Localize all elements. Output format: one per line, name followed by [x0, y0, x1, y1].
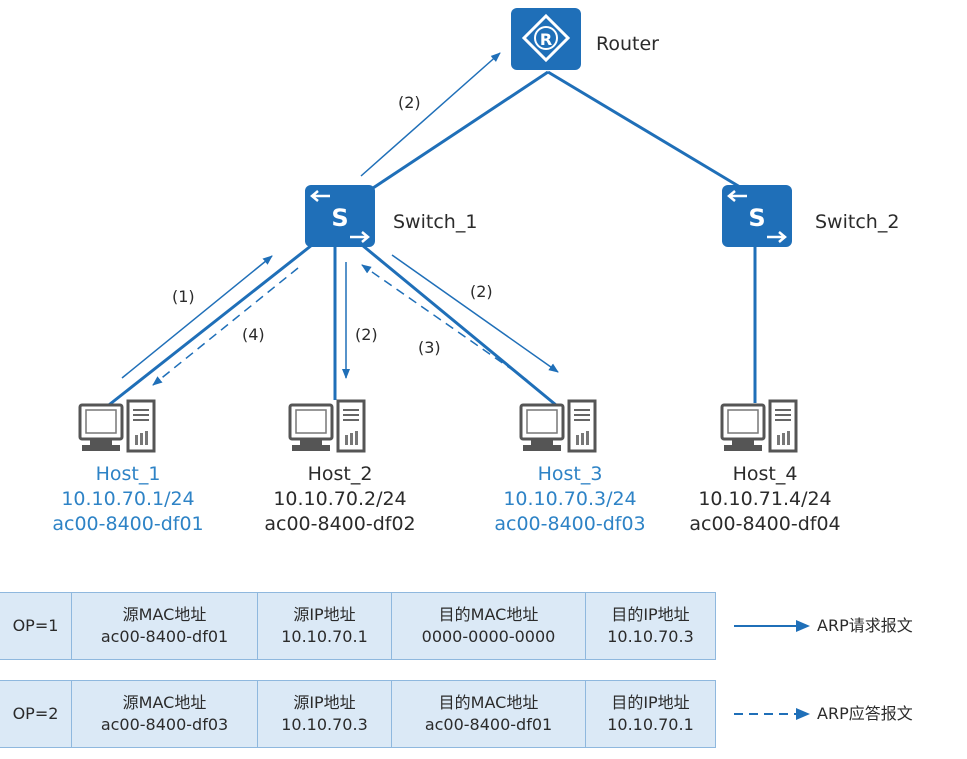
- host-3-info: Host_3 10.10.70.3/24 ac00-8400-df03: [470, 462, 670, 537]
- link-router-switch2: [547, 70, 746, 192]
- arrow-step4: [152, 267, 299, 386]
- host-1-pc-icon: [78, 399, 156, 453]
- host-2-info: Host_2 10.10.70.2/24 ac00-8400-df02: [240, 462, 440, 537]
- request-op: OP=1: [12, 616, 59, 635]
- legend-solid-arrow-icon: [734, 620, 810, 632]
- switch-1-icon: S: [305, 185, 375, 247]
- legend-request-label: ARP请求报文: [817, 616, 913, 635]
- arrow-step3: [361, 264, 528, 381]
- request-src-ip: 10.10.70.1: [281, 627, 368, 646]
- legend-reply: ARP应答报文: [730, 702, 960, 726]
- host-3-pc-icon: [519, 399, 597, 453]
- arrow-step1: [121, 255, 273, 379]
- switch-2-glyph: S: [748, 204, 765, 232]
- step-label-4: (4): [242, 325, 265, 344]
- host-2-name: Host_2: [307, 463, 373, 485]
- request-op-cell: OP=1: [0, 592, 72, 660]
- step-label-3: (3): [418, 338, 441, 357]
- reply-op: OP=2: [12, 704, 59, 723]
- step-label-2-host3: (2): [470, 282, 493, 301]
- request-src-ip-cell: 源IP地址 10.10.70.1: [257, 592, 392, 660]
- host-4-mac: ac00-8400-df04: [689, 513, 841, 535]
- reply-dst-mac: ac00-8400-df01: [424, 715, 553, 734]
- host-1-info: Host_1 10.10.70.1/24 ac00-8400-df01: [28, 462, 228, 537]
- router-glyph: R: [540, 30, 552, 49]
- host-4-info: Host_4 10.10.71.4/24 ac00-8400-df04: [665, 462, 865, 537]
- link-switch1-host3: [361, 243, 557, 407]
- arrow-step2-host3: [391, 254, 559, 373]
- request-dst-ip-label: 目的IP地址: [611, 605, 690, 624]
- reply-dst-ip: 10.10.70.1: [607, 715, 694, 734]
- host-1-name: Host_1: [95, 463, 161, 485]
- legend-dashed-arrow-icon: [734, 708, 810, 720]
- router-icon: R: [511, 8, 581, 70]
- host-3-mac: ac00-8400-df03: [494, 513, 646, 535]
- request-src-mac-label: 源MAC地址: [122, 605, 207, 624]
- host-4-name: Host_4: [732, 463, 798, 485]
- reply-src-ip-cell: 源IP地址 10.10.70.3: [257, 680, 392, 748]
- step-label-1: (1): [172, 287, 195, 306]
- reply-dst-mac-label: 目的MAC地址: [438, 693, 539, 712]
- request-src-ip-label: 源IP地址: [293, 605, 356, 624]
- host-1-mac: ac00-8400-df01: [52, 513, 204, 535]
- request-dst-mac-label: 目的MAC地址: [438, 605, 539, 624]
- reply-src-mac-cell: 源MAC地址 ac00-8400-df03: [70, 680, 259, 748]
- switch-1-label: Switch_1: [393, 211, 477, 233]
- host-4-ip: 10.10.71.4/24: [698, 488, 832, 510]
- request-dst-ip: 10.10.70.3: [607, 627, 694, 646]
- reply-dst-ip-label: 目的IP地址: [611, 693, 690, 712]
- request-dst-ip-cell: 目的IP地址 10.10.70.3: [585, 592, 716, 660]
- step-label-2-router: (2): [398, 93, 421, 112]
- request-dst-mac-cell: 目的MAC地址 0000-0000-0000: [390, 592, 587, 660]
- reply-src-mac: ac00-8400-df03: [100, 715, 229, 734]
- host-2-mac: ac00-8400-df02: [264, 513, 416, 535]
- legend-reply-label: ARP应答报文: [817, 704, 913, 723]
- reply-src-ip: 10.10.70.3: [281, 715, 368, 734]
- arp-reply-packet: OP=2 源MAC地址 ac00-8400-df03 源IP地址 10.10.7…: [0, 680, 716, 748]
- switch-2-label: Switch_2: [815, 211, 899, 233]
- switch-1-glyph: S: [331, 204, 348, 232]
- host-2-pc-icon: [288, 399, 366, 453]
- request-dst-mac: 0000-0000-0000: [421, 627, 556, 646]
- link-switch1-host1: [104, 243, 313, 410]
- host-4-pc-icon: [720, 399, 798, 453]
- reply-op-cell: OP=2: [0, 680, 72, 748]
- request-src-mac: ac00-8400-df01: [100, 627, 229, 646]
- network-topology: (1) (4) (2) (2) (2) (3) R Router S Switc…: [78, 8, 899, 453]
- legend-request: ARP请求报文: [730, 614, 960, 638]
- reply-dst-ip-cell: 目的IP地址 10.10.70.1: [585, 680, 716, 748]
- step-label-2-host2: (2): [355, 325, 378, 344]
- arp-request-packet: OP=1 源MAC地址 ac00-8400-df01 源IP地址 10.10.7…: [0, 592, 716, 660]
- host-3-ip: 10.10.70.3/24: [503, 488, 637, 510]
- reply-src-mac-label: 源MAC地址: [122, 693, 207, 712]
- host-3-name: Host_3: [537, 463, 603, 485]
- reply-dst-mac-cell: 目的MAC地址 ac00-8400-df01: [390, 680, 587, 748]
- reply-src-ip-label: 源IP地址: [293, 693, 356, 712]
- link-router-switch1: [369, 70, 549, 192]
- router-label: Router: [596, 33, 659, 55]
- request-src-mac-cell: 源MAC地址 ac00-8400-df01: [70, 592, 259, 660]
- arrow-step2-router: [360, 52, 501, 177]
- switch-2-icon: S: [722, 185, 792, 247]
- host-2-ip: 10.10.70.2/24: [273, 488, 407, 510]
- host-1-ip: 10.10.70.1/24: [61, 488, 195, 510]
